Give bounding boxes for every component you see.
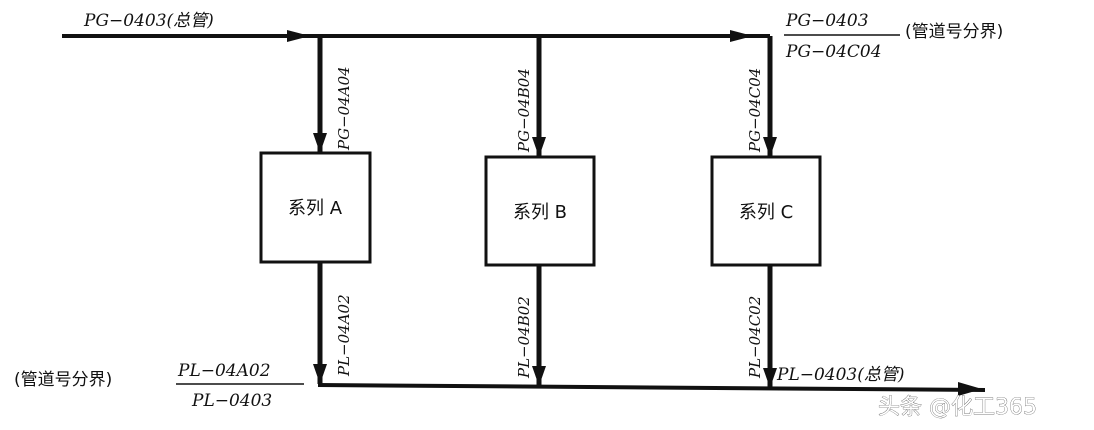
bottom-boundary-label: (管道号分界) PL−04A02 PL−0403 <box>14 361 304 411</box>
series-c-label: 系列 C <box>739 202 793 223</box>
top-boundary-label: PG−0403 PG−04C04 (管道号分界) <box>784 11 1003 62</box>
series-a: 系列 A PG−04A04 PL−04A02 <box>259 36 372 384</box>
top-main-pipe <box>62 30 770 42</box>
outlet-label-b: PL−04B02 <box>515 296 533 379</box>
top-boundary-note: (管道号分界) <box>905 22 1003 42</box>
inlet-arrow-a <box>313 133 327 153</box>
bottom-main-label: PL−0403(总管) <box>776 365 905 385</box>
bottom-boundary-numerator: PL−04A02 <box>177 361 271 381</box>
series-b-label: 系列 B <box>513 202 567 223</box>
bottom-boundary-denominator: PL−0403 <box>191 391 272 411</box>
series-c: 系列 C PG−04C04 PL−04C02 <box>710 36 822 388</box>
outlet-arrow-b <box>532 366 546 386</box>
series-box-b <box>484 155 596 267</box>
series-b: 系列 B PG−04B04 PL−04B02 <box>484 36 596 386</box>
inlet-label-c: PG−04C04 <box>746 68 764 153</box>
bottom-flow-arrow <box>958 382 982 396</box>
outlet-arrow-c <box>763 368 777 388</box>
top-flow-arrow-1 <box>287 30 310 42</box>
outlet-label-c: PL−04C02 <box>746 296 764 379</box>
series-box-c <box>710 155 822 267</box>
top-boundary-denominator: PG−04C04 <box>785 42 882 62</box>
inlet-label-a: PG−04A04 <box>335 66 353 151</box>
series-a-label: 系列 A <box>288 198 343 219</box>
inlet-arrow-b <box>532 137 546 157</box>
bottom-boundary-note: (管道号分界) <box>14 370 112 390</box>
top-flow-arrow-2 <box>730 30 753 42</box>
bottom-main-pipe <box>317 382 986 396</box>
series-box-a <box>259 151 372 264</box>
top-boundary-numerator: PG−0403 <box>785 11 869 31</box>
outlet-label-a: PL−04A02 <box>335 294 353 377</box>
top-main-label: PG−0403(总管) <box>83 11 214 31</box>
outlet-arrow-a <box>313 364 327 384</box>
inlet-label-b: PG−04B04 <box>515 68 533 153</box>
inlet-arrow-c <box>763 137 777 157</box>
watermark: 头条 @化工365 <box>878 395 1037 420</box>
